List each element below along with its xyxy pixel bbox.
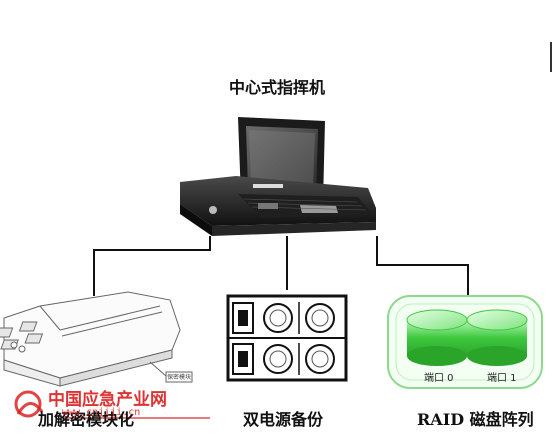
raid-array-device (387, 295, 543, 389)
raid-port-0-label: 端口 0 (424, 373, 454, 384)
raid-label: RAID 磁盘阵列 (417, 410, 534, 429)
watermark-url: www.cnjiji.cn (62, 407, 141, 418)
watermark-text: 中国应急产业网 (48, 390, 167, 410)
encryption-card-tag: 保密模块 (167, 374, 192, 381)
connector-lines (93, 236, 469, 296)
dual-power-device (226, 294, 348, 382)
power-label: 双电源备份 (243, 410, 324, 429)
raid-port-1-label: 端口 1 (487, 373, 517, 384)
watermark-logo (14, 390, 210, 419)
center-title: 中心式指挥机 (228, 78, 325, 97)
encryption-label: 加解密模块化 (38, 410, 135, 429)
frame-edge (550, 42, 552, 72)
encryption-module-device (0, 291, 193, 387)
kvm-console-device (180, 117, 376, 236)
